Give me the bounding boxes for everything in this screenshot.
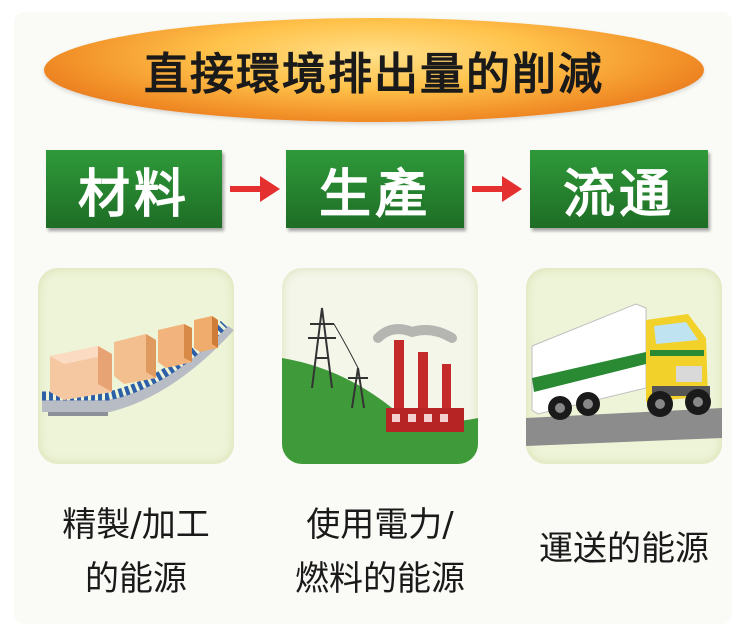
caption-line: 的能源 [85, 559, 187, 599]
step-distribution: 流通 [530, 150, 708, 228]
distribution-caption: 運送的能源 [514, 522, 734, 576]
arrow-right-icon [472, 176, 522, 202]
production-caption: 使用電力/ 燃料的能源 [270, 498, 490, 606]
title-banner [44, 18, 704, 122]
diagram-title: 直接環境排出量的削減 [144, 49, 604, 100]
step-materials: 材料 [46, 150, 222, 228]
caption-line: 精製/加工 [62, 505, 210, 545]
caption-line: 燃料的能源 [295, 559, 465, 599]
caption-line: 運送的能源 [539, 529, 709, 569]
step-production: 生產 [286, 150, 464, 228]
distribution-illustration [526, 268, 722, 464]
production-illustration [282, 268, 478, 464]
power-plant-icon [282, 307, 478, 464]
arrow-right-icon [230, 176, 280, 202]
materials-caption: 精製/加工 的能源 [26, 498, 246, 606]
materials-illustration [38, 268, 234, 464]
caption-line: 使用電力/ [306, 505, 454, 545]
conveyor-boxes-icon [42, 316, 234, 416]
truck-icon [526, 303, 722, 446]
